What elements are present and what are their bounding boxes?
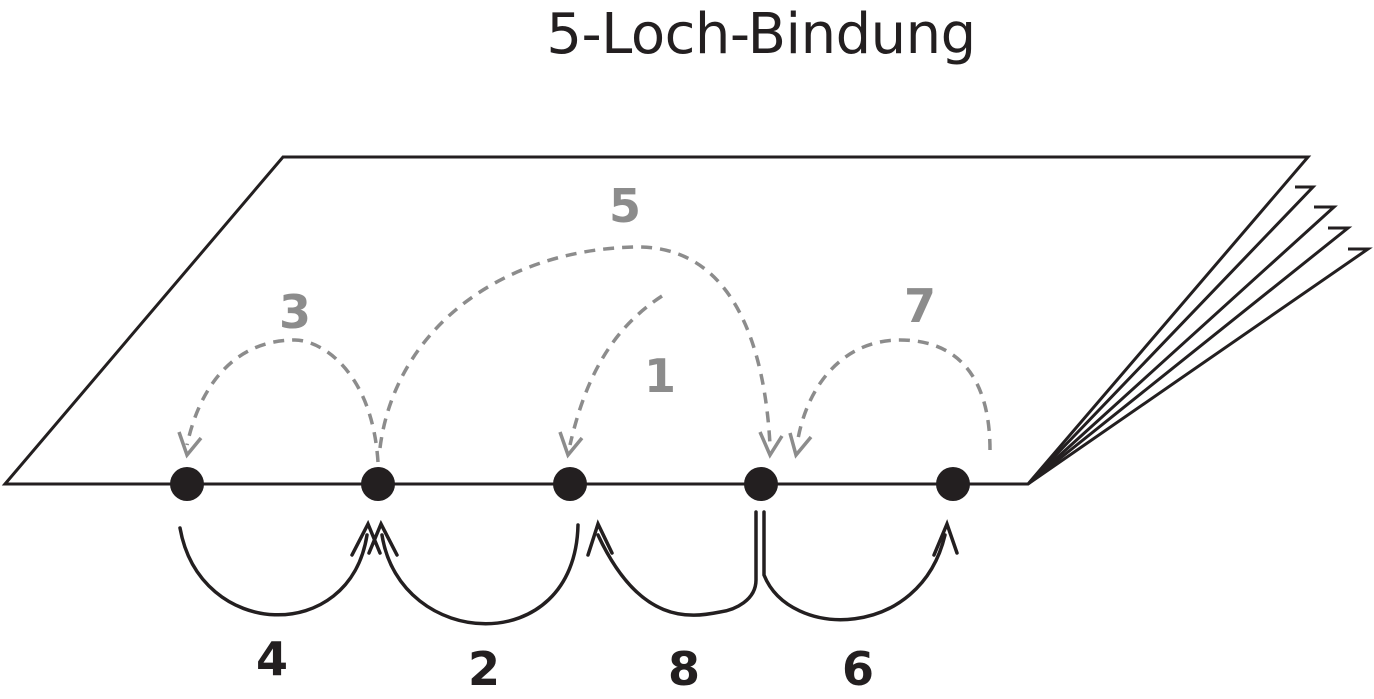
step-label-2: 2: [468, 642, 500, 696]
step-label-6: 6: [842, 642, 874, 696]
diagram-title: 5-Loch-Bindung: [546, 2, 976, 67]
page-edge-2: [1026, 205, 1338, 486]
dashed-arrowhead-7: [788, 432, 813, 459]
solid-stitch-8a: [596, 510, 758, 617]
solid-arrowheads: [350, 519, 959, 557]
solid-stitches: [178, 510, 947, 626]
dashed-stitch-5: [378, 245, 772, 449]
step-labels: 1 3 5 7 4 2 8 6: [256, 179, 936, 696]
dashed-stitch-1: [568, 294, 663, 446]
hole-3: [553, 467, 587, 501]
dashed-arrowhead-5: [758, 431, 784, 459]
solid-stitch-4: [178, 526, 369, 617]
holes: [170, 467, 970, 501]
solid-arrowhead-2: [367, 519, 399, 557]
solid-arrowhead-8: [586, 519, 614, 557]
solid-stitch-2: [380, 523, 580, 626]
hole-2: [361, 467, 395, 501]
solid-stitch-8b: [762, 510, 947, 622]
page-edge-3: [1027, 226, 1353, 486]
dashed-arrowhead-3: [177, 431, 203, 459]
page-edge-1: [1026, 185, 1317, 486]
page-stack: [1026, 185, 1373, 486]
dashed-stitch-7: [795, 338, 992, 451]
dashed-stitches: [185, 245, 992, 463]
solid-arrowhead-6: [932, 519, 959, 557]
hole-5: [936, 467, 970, 501]
step-label-5: 5: [609, 179, 641, 233]
dashed-stitch-3: [185, 338, 380, 463]
step-label-8: 8: [668, 642, 700, 696]
dashed-arrowheads: [177, 431, 813, 459]
step-label-3: 3: [279, 285, 311, 339]
hole-4: [744, 467, 778, 501]
solid-arrowhead-4: [350, 519, 382, 557]
hole-1: [170, 467, 204, 501]
step-label-4: 4: [256, 632, 288, 686]
step-label-7: 7: [904, 279, 936, 333]
page-edge-4: [1027, 247, 1373, 486]
step-label-1: 1: [644, 349, 676, 403]
dashed-arrowhead-1: [558, 431, 584, 459]
paper-sheet: [1, 155, 1312, 486]
